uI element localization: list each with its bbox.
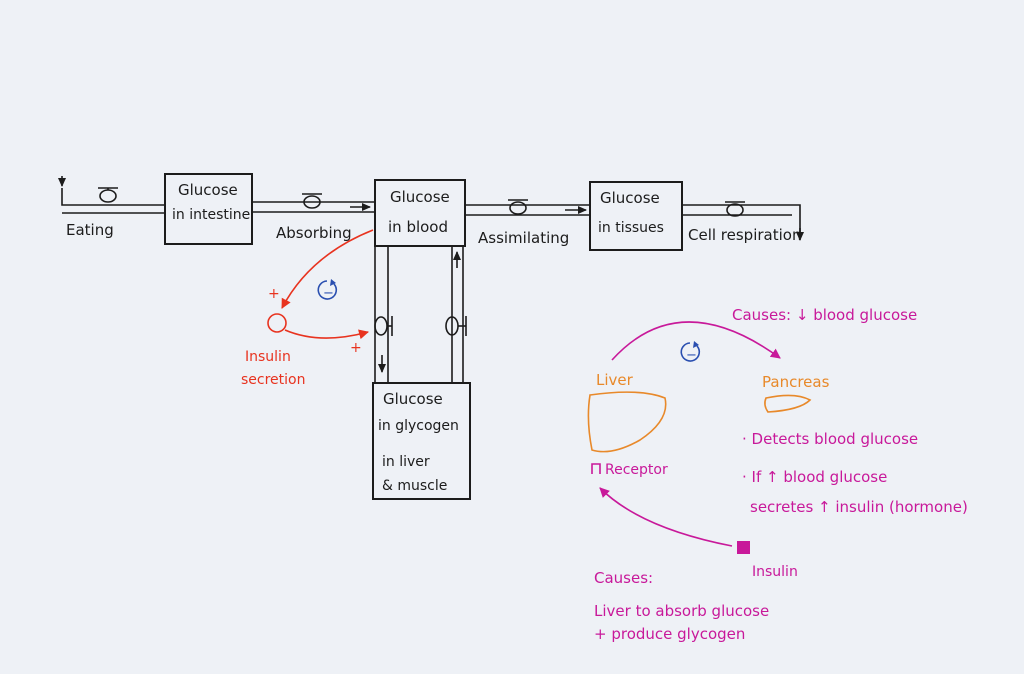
magenta-arrow-top [611,321,781,361]
balancing-loop-icon-2: − [680,341,701,363]
magenta-arrow-bottom [599,487,733,547]
receptor-icon [591,463,601,474]
liver-label: Liver [596,371,634,389]
valve-eating-icon [98,187,118,203]
flow-absorbing-label: Absorbing [276,224,352,242]
cause-line-1: Liver to absorb glucose [594,602,769,620]
stock-glycogen-box [372,382,471,500]
pipe-resp-top [682,204,801,232]
stock-tissues-box [589,181,683,251]
pancreas-label: Pancreas [762,373,830,391]
stock-glycogen-line2: in glycogen [378,418,459,434]
flow-eating-label: Eating [66,221,114,239]
insulin-secretion-node-icon [267,313,287,333]
valve-assimilating-icon [508,199,528,215]
stock-intestine-line1: Glucose [178,181,238,199]
stock-glycogen-line1: Glucose [383,390,443,408]
valve-respiration-icon [725,201,745,217]
pancreas-bullet-1: · Detects blood glucose [742,430,918,448]
causes-heading: Causes: [594,569,653,587]
stock-intestine-box [164,173,253,245]
stock-blood-box [374,179,466,247]
mechanism-minus-sign: − [686,348,697,363]
pipe-eating-top [61,188,165,206]
liver-icon [587,391,667,453]
red-arrow-to-insulin [281,229,374,309]
receptor-label: Receptor [605,462,668,478]
flow-respiration-label: Cell respiration [688,226,801,244]
pancreas-bullet-3: secretes ↑ insulin (hormone) [750,498,968,516]
plus-sign-1: + [268,286,280,302]
top-cause-label: Causes: ↓ blood glucose [732,306,917,324]
pancreas-icon [764,394,812,413]
insulin-label: Insulin [752,564,798,580]
insulin-feedback-loop: + + Insulin secretion − [241,229,374,388]
stock-blood-line2: in blood [388,218,448,236]
flow-assimilating-label: Assimilating [478,229,569,247]
stock-glycogen-line4: & muscle [382,478,447,494]
valve-absorbing-icon [302,193,322,209]
mechanism-panel: Causes: ↓ blood glucose − Liver Pancreas… [587,306,968,643]
red-arrow-to-valve [284,329,369,340]
vertical-pipes [374,246,464,383]
stock-tissues-line2: in tissues [598,220,664,236]
insulin-secretion-line1: Insulin [245,349,291,365]
horizontal-pipes [58,176,804,241]
stock-intestine-line2: in intestine [172,207,250,223]
stock-tissues-line1: Glucose [600,189,660,207]
insulin-secretion-line2: secretion [241,372,305,388]
stock-glycogen-line3: in liver [382,454,430,470]
stock-blood-line1: Glucose [390,188,450,206]
valve-glycogenolysis-icon [445,316,467,336]
plus-sign-2: + [350,340,362,356]
balancing-loop-icon: − [317,279,338,301]
loop-minus-sign: − [323,286,334,301]
cause-line-2: + produce glycogen [594,625,745,643]
insulin-molecule-icon [737,541,750,554]
pancreas-bullet-2: · If ↑ blood glucose [742,468,887,486]
valve-glycogenesis-icon [374,316,393,336]
